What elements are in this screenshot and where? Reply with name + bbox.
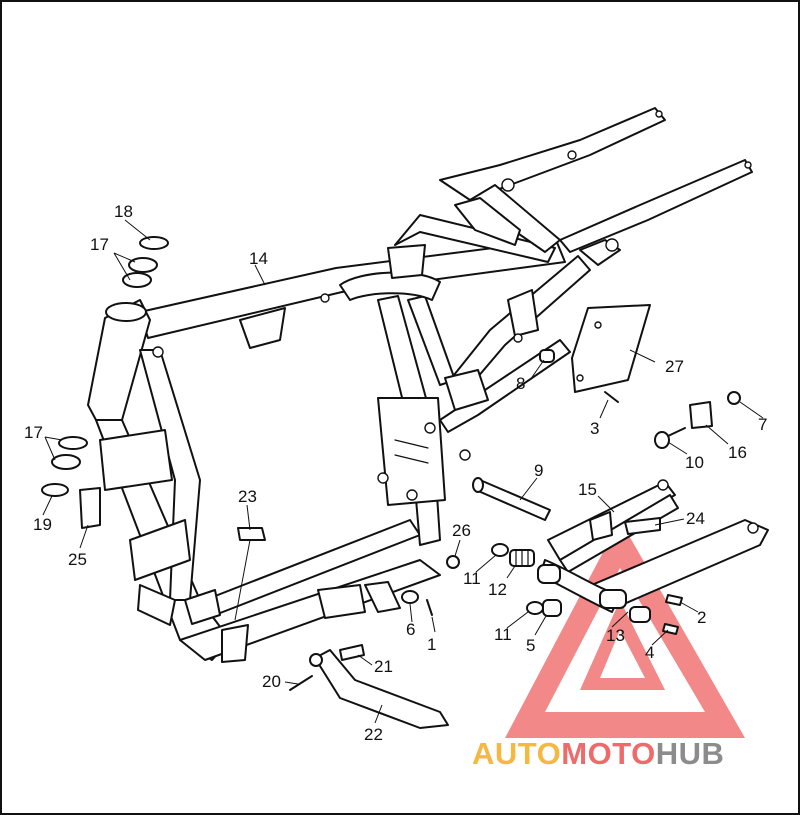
callout-13: 13 [606,626,625,645]
callout-9: 9 [534,461,543,480]
leader-lines [42,219,764,724]
callout-8: 8 [516,374,525,393]
callout-10: 10 [685,453,704,472]
callout-14: 14 [249,249,268,268]
callout-25: 25 [68,550,87,569]
callout-27: 27 [665,357,684,376]
callout-11-lower: 11 [494,625,512,644]
callout-26: 26 [452,521,471,540]
callout-22: 22 [364,725,383,744]
callout-16: 16 [728,443,747,462]
small-parts [41,236,741,729]
main-frame [87,107,753,663]
watermark-word-hub: HUB [656,736,725,771]
svg-text:AUTOMOTOHUB: AUTOMOTOHUB [472,736,724,771]
watermark-word-moto: MOTO [561,736,655,771]
callout-21: 21 [374,657,393,676]
callout-7: 7 [758,415,767,434]
callout-6: 6 [406,620,415,639]
callout-18: 18 [114,202,133,221]
callout-4: 4 [645,643,654,662]
watermark-logo [505,520,745,738]
callout-11-upper: 11 [463,569,481,588]
callout-17-upper: 17 [90,235,109,254]
callout-23: 23 [238,487,257,506]
callout-24: 24 [686,509,705,528]
callout-20: 20 [262,672,281,691]
watermark-text: AUTOMOTOHUB [472,736,724,771]
callout-5: 5 [526,636,535,655]
callout-12: 12 [488,580,507,599]
callout-17-lower: 17 [24,423,43,442]
callout-19: 19 [33,515,52,534]
callout-15: 15 [578,480,597,499]
callout-1: 1 [427,635,436,654]
watermark-word-auto: AUTO [472,736,561,771]
callout-labels: 1 2 3 4 5 6 7 8 9 10 11 11 12 13 14 15 1… [24,202,767,744]
callout-2: 2 [697,608,706,627]
callout-3: 3 [590,419,599,438]
